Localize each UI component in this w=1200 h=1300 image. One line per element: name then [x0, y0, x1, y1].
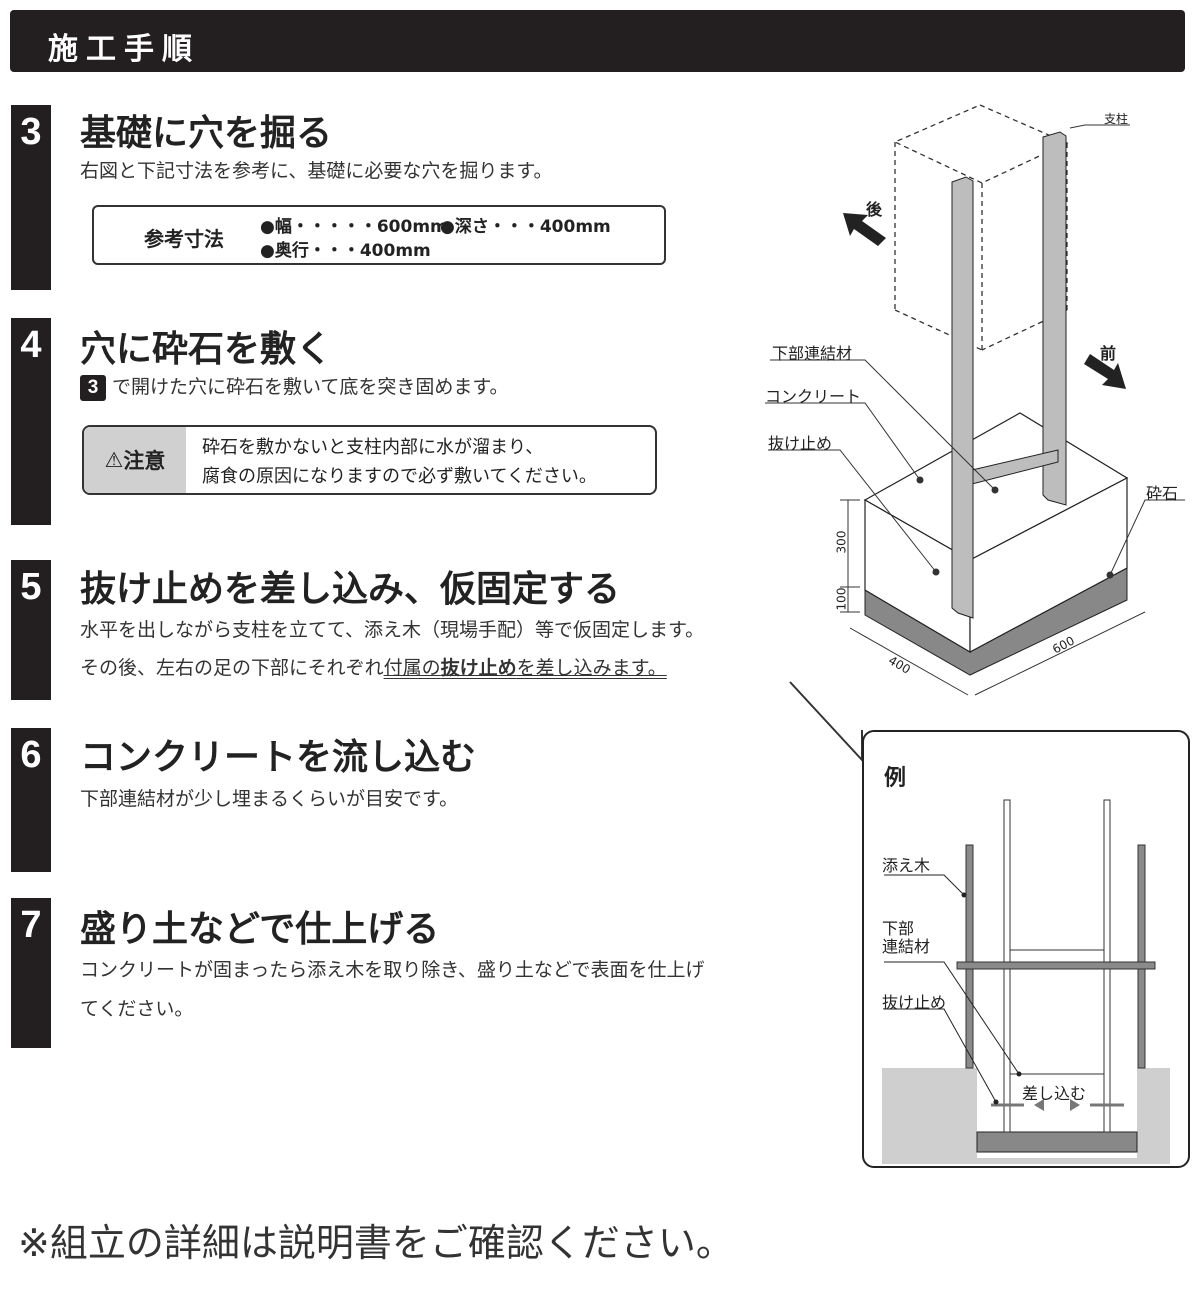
step-ref-badge: 3: [80, 375, 106, 401]
caution-line-2: 腐食の原因になりますので必ず敷いてください。: [202, 466, 597, 487]
footer-note: ※組立の詳細は説明書をご確認ください。: [18, 1221, 734, 1265]
text: 連結材: [882, 937, 931, 956]
warning-icon: ⚠: [104, 448, 124, 472]
label-stopper: 抜け止め: [768, 434, 833, 453]
label-connector: 下部連結材: [882, 920, 930, 956]
example-diagram: [882, 799, 1170, 1164]
caution-line-1: 砕石を敷かないと支柱内部に水が溜まり、: [202, 437, 544, 458]
step-6-title: コンクリートを流し込む: [80, 737, 477, 778]
dim-300: 300: [834, 530, 849, 554]
dimension-width: ●幅・・・・・600mm: [260, 217, 448, 237]
label-back: 後: [866, 200, 883, 219]
step-3-text: 右図と下記寸法を参考に、基礎に必要な穴を掘ります。: [80, 160, 553, 182]
step-4-text-body: で開けた穴に砕石を敷いて底を突き固めます。: [112, 376, 509, 398]
caution-box: ⚠注意 砕石を敷かないと支柱内部に水が溜まり、腐食の原因になりますので必ず敷いて…: [82, 425, 657, 495]
caution-label-text: 注意: [123, 449, 166, 473]
text: を差し込みます。: [516, 657, 667, 679]
step-6-text: 下部連結材が少し埋まるくらいが目安です。: [80, 788, 459, 810]
stopper-emphasis: 抜け止め: [440, 657, 517, 679]
label-concrete: コンクリート: [765, 387, 862, 406]
step-7-line-1: コンクリートが固まったら添え木を取り除き、盛り土などで表面を仕上げ: [80, 959, 705, 981]
step-3-title: 基礎に穴を掘る: [80, 113, 333, 154]
text: 下部: [882, 919, 915, 938]
step-7-line-2: てください。: [80, 998, 194, 1020]
label-post: 支柱: [1104, 112, 1129, 126]
step-number-4: 4: [11, 318, 51, 525]
step-5-line-1: 水平を出しながら支柱を立てて、添え木（現場手配）等で仮固定します。: [80, 619, 705, 641]
box-outline-dashed: [893, 104, 1069, 351]
step-number-6: 6: [11, 728, 51, 872]
label-gravel: 砕石: [1146, 484, 1179, 503]
label-brace: 添え木: [882, 856, 931, 875]
example-callout: 例 添え木 下部連結材 抜け止め 差し込む: [862, 730, 1190, 1168]
front-arrow-icon: [1084, 354, 1126, 389]
label-connector: 下部連結材: [772, 344, 853, 363]
step-number-3: 3: [11, 105, 51, 290]
step-5-line-2: その後、左右の足の下部にそれぞれ付属の抜け止めを差し込みます。: [80, 649, 667, 687]
step-4-title: 穴に砕石を敷く: [80, 329, 333, 370]
step-number-5: 5: [11, 560, 51, 700]
label-front: 前: [1100, 344, 1117, 363]
step-4-text: 3 で開けた穴に砕石を敷いて底を突き固めます。: [80, 368, 509, 406]
dim-100: 100: [834, 587, 849, 611]
dimensions-label: 参考寸法: [144, 227, 224, 251]
section-header: 施工手順: [10, 10, 1185, 72]
text: 付属の: [383, 657, 441, 679]
dimension-length: ●奥行・・・400mm: [260, 241, 431, 261]
example-title: 例: [884, 766, 907, 791]
direction-arrows: [843, 213, 1126, 389]
back-arrow-icon: [843, 213, 886, 246]
label-stopper: 抜け止め: [882, 993, 947, 1012]
step-7-title: 盛り土などで仕上げる: [80, 909, 440, 950]
text: その後、左右の足の下部にそれぞれ: [80, 657, 384, 679]
step-number-7: 7: [11, 898, 51, 1048]
step-5-title: 抜け止めを差し込み、仮固定する: [80, 569, 621, 610]
caution-label: ⚠注意: [84, 427, 186, 493]
posts: [951, 131, 1067, 619]
reference-dimensions-box: 参考寸法 ●幅・・・・・600mm ●深さ・・・400mm ●奥行・・・400m…: [92, 205, 666, 265]
label-insert: 差し込む: [1022, 1084, 1087, 1103]
dimension-depth: ●深さ・・・400mm: [440, 217, 611, 237]
